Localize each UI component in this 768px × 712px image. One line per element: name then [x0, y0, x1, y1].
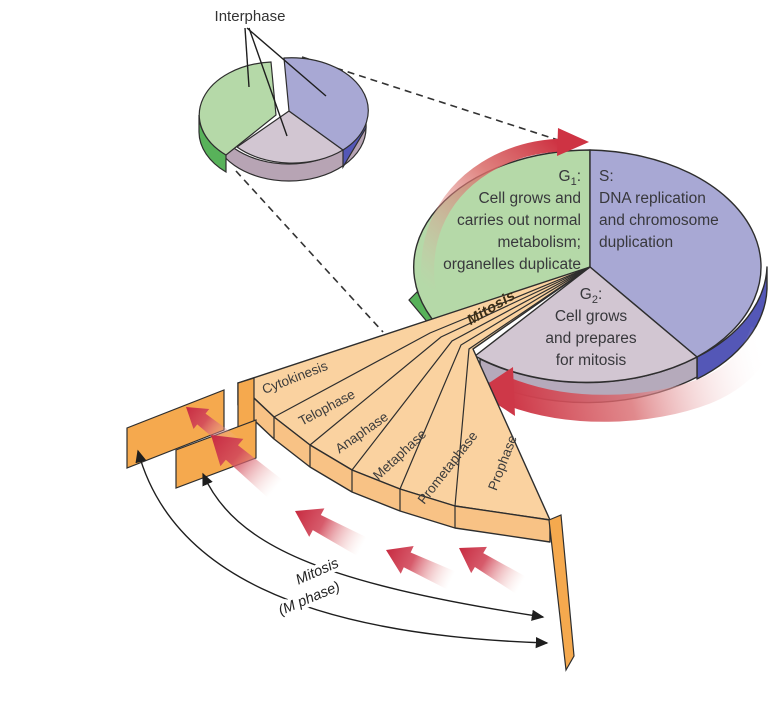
- svg-text:Cell grows: Cell grows: [555, 308, 628, 325]
- interphase-callout: Interphase: [215, 8, 327, 137]
- small-interphase-pie: [198, 57, 369, 182]
- big-pie-g2-slice: [474, 266, 698, 384]
- svg-text:G1:: G1:: [559, 168, 582, 188]
- svg-text:organelles duplicate: organelles duplicate: [443, 256, 581, 273]
- interphase-label: Interphase: [215, 8, 286, 25]
- small-pie-s-slice: [283, 57, 369, 151]
- big-pie-s-slice: [589, 149, 762, 358]
- m-phase-bracket-outer: [135, 449, 549, 649]
- small-pie-g1-slice: [198, 61, 277, 156]
- fan-arrow-5: [451, 534, 529, 599]
- big-pie-s-rim: [696, 266, 768, 380]
- cycle-arrow-bottom: [502, 325, 768, 422]
- svg-text:G2:: G2:: [580, 286, 603, 306]
- projection-dashed-line-bottom: [235, 170, 384, 333]
- s-text-block: S: DNA replication and chromosome duplic…: [599, 168, 719, 251]
- svg-text:Cell grows and: Cell grows and: [478, 190, 581, 207]
- projection-dashed-line-top: [301, 56, 559, 141]
- svg-text:metabolism;: metabolism;: [497, 234, 581, 251]
- svg-text:S:: S:: [599, 168, 614, 185]
- fan-divider-1: [273, 266, 591, 418]
- svg-text:for mitosis: for mitosis: [556, 352, 627, 369]
- cycle-arrow-bottom-head: [477, 367, 515, 416]
- svg-text:and prepares: and prepares: [545, 330, 637, 347]
- svg-text:carries out normal: carries out normal: [457, 212, 581, 229]
- svg-text:and chromosome: and chromosome: [599, 212, 719, 229]
- fan-divider-3: [351, 266, 591, 471]
- svg-text:DNA replication: DNA replication: [599, 190, 706, 207]
- fan-divider-4: [399, 266, 591, 490]
- g1-text-block: G1: Cell grows and carries out normal me…: [443, 168, 581, 273]
- fan-arrow-3: [287, 496, 370, 561]
- fan-hanging-strip: [548, 514, 575, 672]
- m-phase-labels: Mitosis (M phase): [273, 552, 346, 623]
- fan-divider-2: [309, 266, 591, 446]
- small-pie-g2-slice: [235, 110, 345, 164]
- cycle-arrow-top-head: [557, 128, 589, 156]
- fan-arrow-4: [379, 536, 458, 595]
- cycle-arrow-top: [421, 138, 566, 291]
- svg-text:duplication: duplication: [599, 234, 673, 251]
- g2-text-block: G2: Cell grows and prepares for mitosis: [545, 286, 637, 369]
